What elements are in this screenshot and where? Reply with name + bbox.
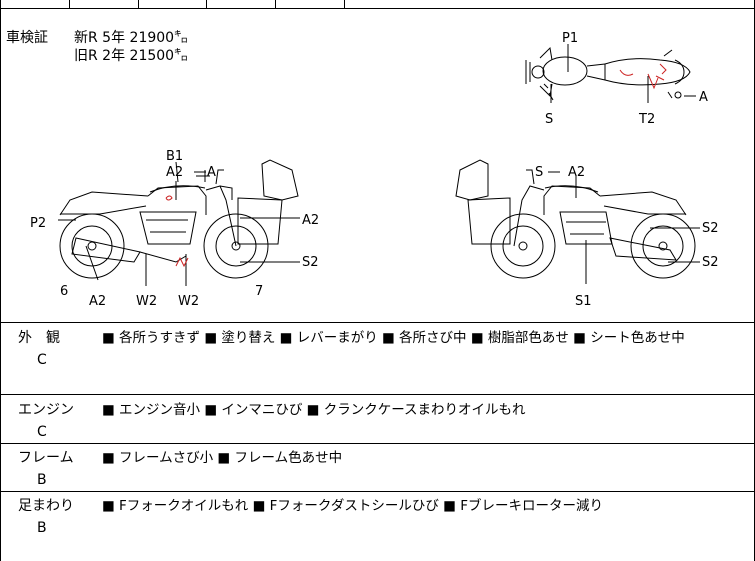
label-a2: A2 bbox=[302, 213, 319, 228]
label-s1: S1 bbox=[575, 294, 592, 309]
label-a2: A2 bbox=[89, 294, 106, 309]
row-divider bbox=[0, 394, 755, 395]
left-border bbox=[0, 0, 1, 561]
section-label: エンジン bbox=[18, 402, 74, 418]
label-a2: A2 bbox=[166, 165, 183, 180]
label-7: 7 bbox=[255, 284, 263, 299]
section-grade: B bbox=[37, 472, 47, 488]
row-divider bbox=[0, 322, 755, 323]
top-cell-divider bbox=[275, 0, 276, 8]
label-a: A bbox=[207, 165, 216, 180]
label-s2: S2 bbox=[702, 255, 719, 270]
label-s2: S2 bbox=[702, 221, 719, 236]
section-grade: C bbox=[37, 424, 47, 440]
shaken-old: 旧R 2年 21500㌔ bbox=[74, 48, 189, 64]
top-view-motorcycle bbox=[525, 46, 691, 101]
shaken-new: 新R 5年 21900㌔ bbox=[74, 30, 189, 46]
section-grade: B bbox=[37, 520, 47, 536]
label-s2: S2 bbox=[302, 255, 319, 270]
top-cell-divider bbox=[69, 0, 70, 8]
section-items: ■ Fフォークオイルもれ ■ Fフォークダストシールひび ■ Fブレーキローター… bbox=[102, 498, 603, 514]
section-label: 外 観 bbox=[18, 330, 60, 346]
row-divider bbox=[0, 8, 755, 9]
section-label: フレーム bbox=[18, 450, 74, 466]
label-w2: W2 bbox=[178, 294, 199, 309]
label-s: S bbox=[535, 165, 543, 180]
damage-diagram: P1 S T2 A B1 A A2 P2 A2 S2 6 7 A2 W2 W2 … bbox=[30, 31, 719, 309]
label-b1: B1 bbox=[166, 149, 183, 164]
label-t2: T2 bbox=[638, 112, 655, 127]
shaken-label: 車検証 bbox=[6, 30, 48, 46]
section-grade: C bbox=[37, 352, 47, 368]
label-a: A bbox=[699, 90, 708, 105]
section-items: ■ 各所うすきず ■ 塗り替え ■ レバーまがり ■ 各所さび中 ■ 樹脂部色あ… bbox=[102, 330, 685, 346]
top-cell-divider bbox=[344, 0, 345, 8]
label-p2: P2 bbox=[30, 216, 46, 231]
row-divider bbox=[0, 443, 755, 444]
top-cell-divider bbox=[138, 0, 139, 8]
section-items: ■ エンジン音小 ■ インマニひび ■ クランクケースまわりオイルもれ bbox=[102, 402, 526, 418]
row-divider bbox=[0, 491, 755, 492]
section-label: 足まわり bbox=[18, 498, 74, 514]
top-cell-divider bbox=[206, 0, 207, 8]
label-p1: P1 bbox=[562, 31, 578, 46]
label-a2: A2 bbox=[568, 165, 585, 180]
label-w2: W2 bbox=[136, 294, 157, 309]
right-side-motorcycle bbox=[455, 159, 696, 279]
label-s: S bbox=[545, 112, 553, 127]
section-items: ■ フレームさび小 ■ フレーム色あせ中 bbox=[102, 450, 343, 466]
label-6: 6 bbox=[60, 284, 68, 299]
